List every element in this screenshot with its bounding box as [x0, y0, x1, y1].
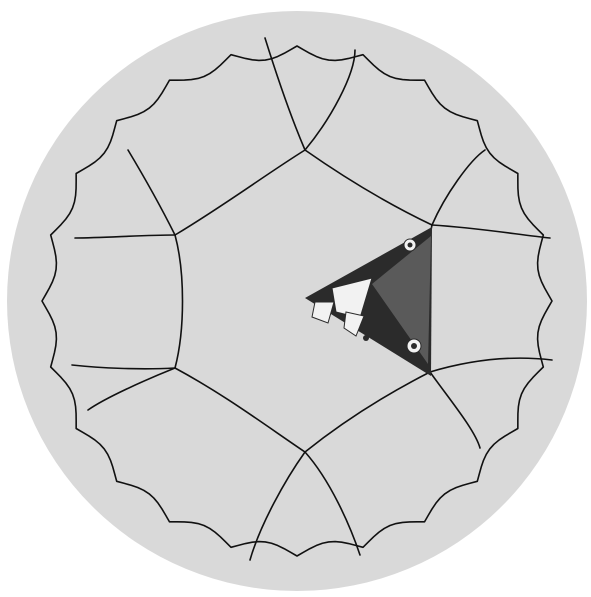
motif-eye-pupil [411, 343, 417, 349]
motif-eye-pupil [408, 243, 413, 248]
motif-small-dot [363, 335, 369, 341]
poincare-disk [7, 11, 587, 591]
